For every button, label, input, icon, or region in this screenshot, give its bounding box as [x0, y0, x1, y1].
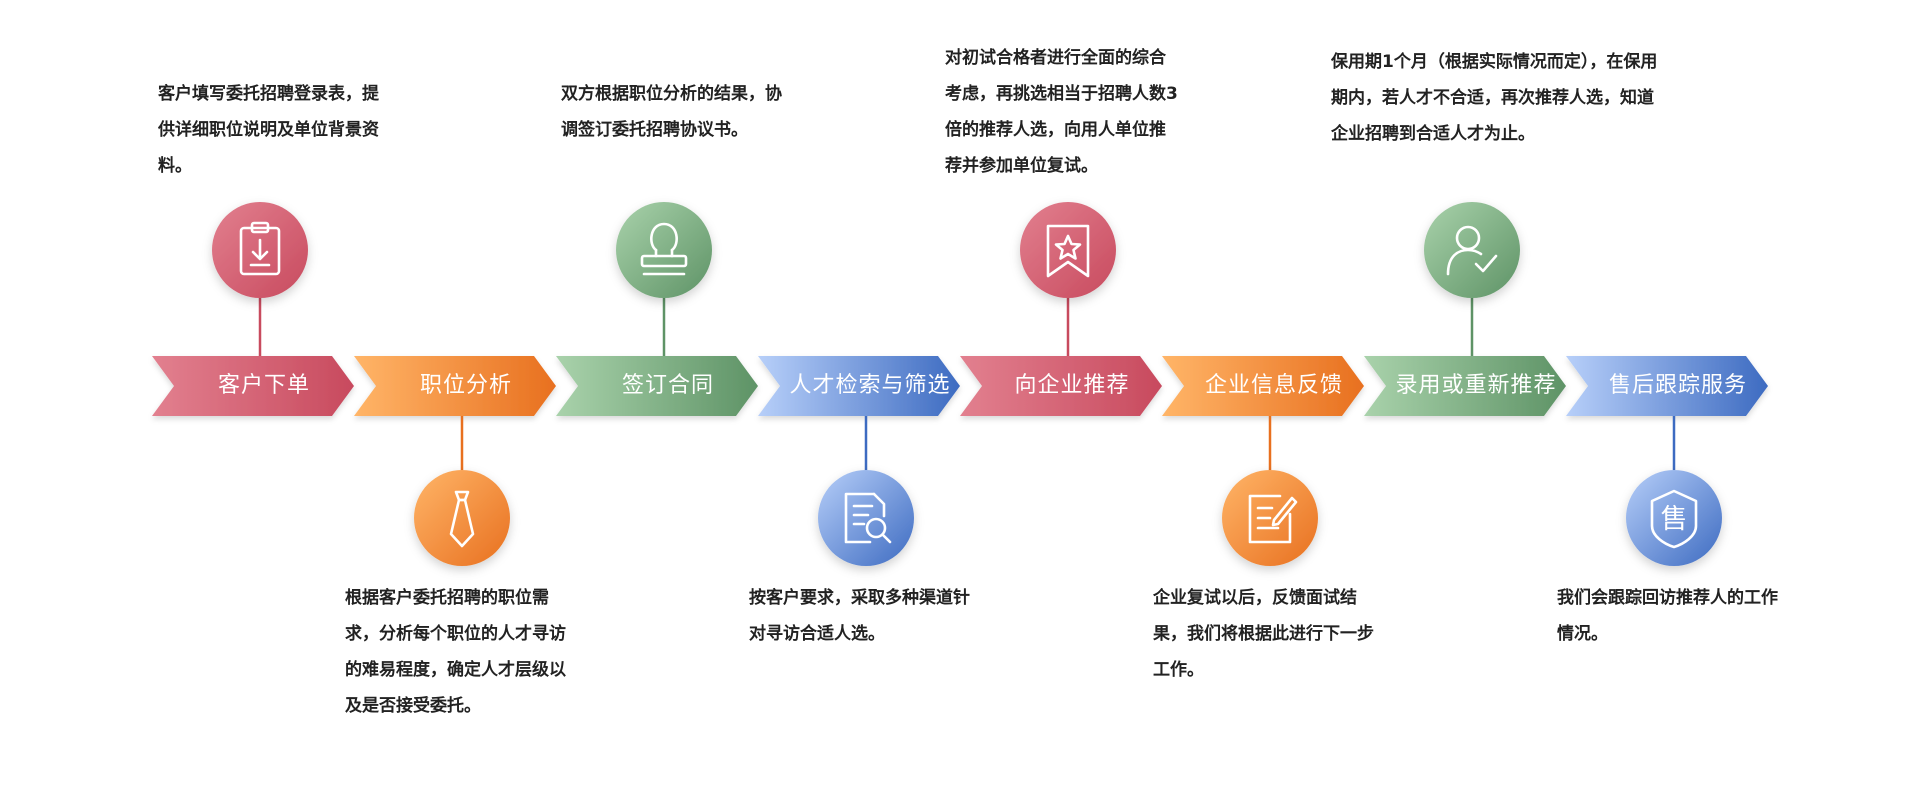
step-label-3: 签订合同	[621, 373, 714, 398]
step-description-8: 我们会跟踪回访推荐人的工作情况。	[1557, 588, 1778, 644]
step-arrow-3	[556, 356, 758, 416]
step-description-2: 根据客户委托招聘的职位需求，分析每个职位的人才寻访的难易程度，确定人才层级以及是…	[345, 588, 566, 716]
bookmark-star-icon	[1046, 224, 1090, 278]
step-arrow-7	[1364, 356, 1566, 416]
step-arrow-4	[758, 356, 960, 416]
step-description-1: 客户填写委托招聘登录表，提供详细职位说明及单位背景资料。	[158, 84, 379, 176]
step-label-2: 职位分析	[419, 373, 512, 398]
clipboard-download-icon	[239, 221, 281, 276]
icon-circle-2	[414, 470, 510, 566]
icon-circle-8	[1626, 470, 1722, 566]
user-check-icon	[1446, 225, 1498, 276]
step-description-7: 保用期1个月（根据实际情况而定），在保用期内，若人才不合适，再次推荐人选，知道企…	[1331, 52, 1658, 144]
step-description-6: 企业复试以后，反馈面试结果，我们将根据此进行下一步工作。	[1153, 588, 1374, 680]
step-arrow-5	[960, 356, 1162, 416]
step-label-1: 客户下单	[217, 373, 310, 398]
step-arrow-1	[152, 356, 354, 416]
connector-lines	[258, 298, 1676, 470]
step-arrow-6	[1162, 356, 1364, 416]
step-label-4: 人才检索与筛选	[789, 373, 951, 398]
svg-text:售: 售	[1661, 504, 1688, 535]
necktie-icon	[449, 490, 475, 548]
icon-circle-3	[616, 202, 712, 298]
step-label-8: 售后跟踪服务	[1608, 373, 1747, 398]
shield-shou-icon: 售	[1650, 489, 1698, 549]
icon-circle-5	[1020, 202, 1116, 298]
stamp-icon	[640, 222, 688, 276]
icon-circle-4	[818, 470, 914, 566]
step-label-5: 向企业推荐	[1014, 373, 1130, 398]
arrow-chain	[152, 356, 1768, 416]
step-description-4: 按客户要求，采取多种渠道针对寻访合适人选。	[749, 588, 970, 644]
document-search-icon	[844, 492, 892, 544]
step-description-5: 对初试合格者进行全面的综合考虑，再挑选相当于招聘人数3倍的推荐人选，向用人单位推…	[945, 48, 1178, 176]
step-label-6: 企业信息反馈	[1204, 373, 1343, 398]
step-label-7: 录用或重新推荐	[1395, 373, 1557, 398]
step-arrow-2	[354, 356, 556, 416]
step-description-3: 双方根据职位分析的结果，协调签订委托招聘协议书。	[561, 84, 782, 140]
step-arrow-8	[1566, 356, 1768, 416]
edit-note-icon	[1248, 494, 1298, 544]
icon-circles: 售	[212, 202, 1722, 566]
